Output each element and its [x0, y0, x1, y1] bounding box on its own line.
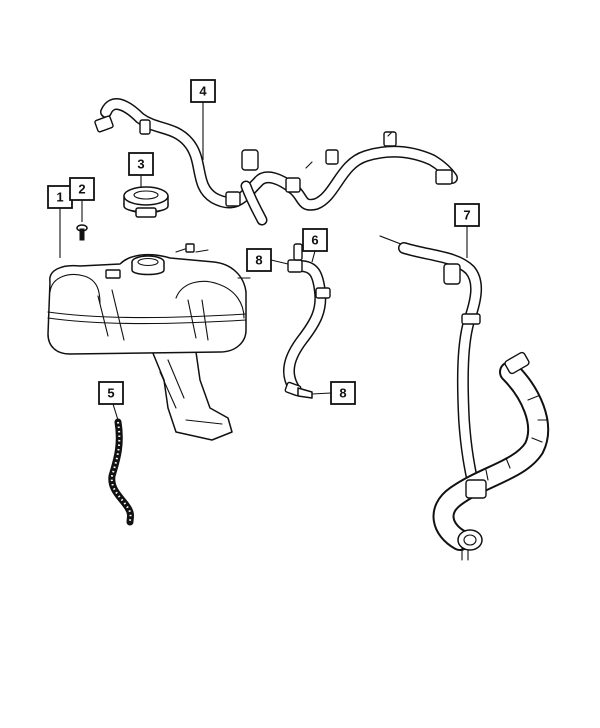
screw — [76, 224, 88, 241]
leader-8b — [311, 392, 332, 395]
coolant-reservoir — [47, 243, 251, 441]
leader-5 — [112, 403, 119, 421]
drain-tube — [108, 418, 134, 526]
callout-7-label: 7 — [463, 208, 470, 223]
radiator-hose — [379, 235, 550, 561]
vent-hose-assembly — [94, 98, 458, 226]
callout-5: 5 — [98, 381, 124, 405]
heater-hose — [282, 243, 331, 399]
leader-8a — [270, 259, 289, 265]
callout-1: 1 — [47, 185, 73, 209]
callout-4-label: 4 — [199, 84, 207, 99]
callout-4: 4 — [190, 79, 216, 103]
pressure-cap — [123, 186, 169, 218]
leader-6 — [311, 250, 316, 263]
callout-8a: 8 — [246, 248, 272, 272]
callout-5-label: 5 — [107, 386, 114, 401]
callout-1-label: 1 — [56, 190, 63, 205]
callout-2-label: 2 — [78, 182, 85, 197]
leader-lines — [59, 102, 468, 421]
callout-8a-label: 8 — [255, 253, 262, 268]
callout-6-label: 6 — [311, 233, 318, 248]
callout-7: 7 — [454, 203, 480, 227]
callout-3: 3 — [128, 152, 154, 176]
callout-3-label: 3 — [137, 157, 144, 172]
callout-8b: 8 — [330, 381, 356, 405]
callout-2: 2 — [69, 177, 95, 201]
callout-6: 6 — [302, 228, 328, 252]
callout-8b-label: 8 — [339, 386, 346, 401]
